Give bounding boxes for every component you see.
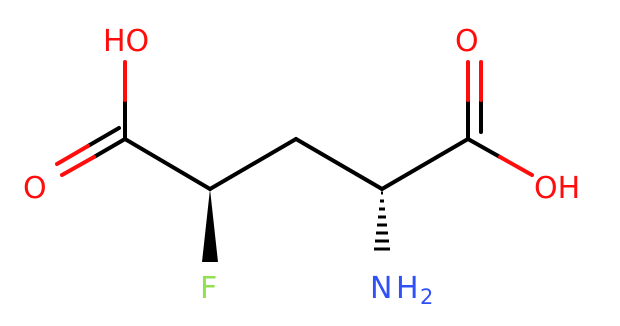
bond-c2-c3 <box>208 137 298 191</box>
label-oh-left: HO <box>103 24 149 59</box>
bond-c3-c4 <box>294 137 384 191</box>
label-amine-n: N <box>370 271 392 306</box>
label-o-right: O <box>455 24 479 59</box>
bond-c1-o-left-carbon-b <box>86 126 121 148</box>
bond-c1-o-left-oxygen-b <box>55 144 90 166</box>
label-fluorine: F <box>200 271 217 306</box>
bond-c1-o-left-oxygen-a <box>60 155 96 177</box>
label-o-left: O <box>23 171 47 206</box>
label-oh-right: OH <box>534 171 580 206</box>
bond-c5-oh-right-oxygen <box>498 155 534 177</box>
wedge-bond-c2-f <box>202 189 218 262</box>
bond-c4-c5 <box>380 137 470 191</box>
bond-c5-oh-right-carbon <box>466 137 502 159</box>
hashed-bond-c4-n <box>374 191 390 251</box>
bond-c1-c2 <box>123 137 212 191</box>
label-amine-h: H <box>396 271 419 306</box>
bond-c1-o-left-carbon-a <box>92 137 127 159</box>
label-amine-subscript: 2 <box>420 285 433 309</box>
